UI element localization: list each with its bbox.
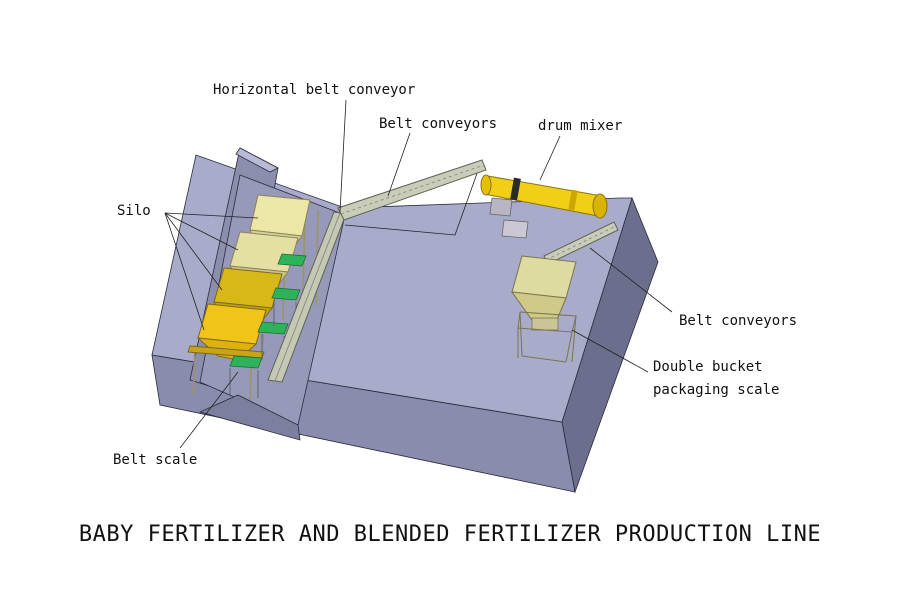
label-belt-conveyors-right: Belt conveyors	[679, 313, 797, 329]
belt-scale-1	[277, 253, 307, 267]
belt-scale-2	[271, 287, 301, 301]
label-belt-scale: Belt scale	[113, 452, 197, 468]
label-belt-conveyors-top: Belt conveyors	[379, 116, 497, 132]
label-double-bucket-line2: packaging scale	[653, 382, 779, 398]
drum-mixer	[480, 174, 608, 239]
label-horizontal-belt-conveyor: Horizontal belt conveyor	[213, 82, 415, 98]
label-drum-mixer: drum mixer	[538, 118, 622, 134]
label-silo: Silo	[117, 203, 151, 219]
silo-4	[187, 303, 267, 361]
belt-scale-3	[257, 321, 289, 335]
back-wall-top	[235, 147, 279, 173]
inclined-belt-conveyor	[337, 159, 487, 221]
labels: Horizontal belt conveyor Belt conveyors …	[113, 82, 797, 468]
diagram-caption: BABY FERTILIZER AND BLENDED FERTILIZER P…	[79, 522, 821, 547]
pit-front-wall	[198, 394, 301, 441]
leader-lines	[164, 99, 673, 449]
belt-scale-4	[229, 355, 263, 369]
double-bucket-packaging-scale	[510, 255, 577, 363]
belt-scales	[229, 253, 307, 398]
label-double-bucket-line1: Double bucket	[653, 359, 763, 375]
